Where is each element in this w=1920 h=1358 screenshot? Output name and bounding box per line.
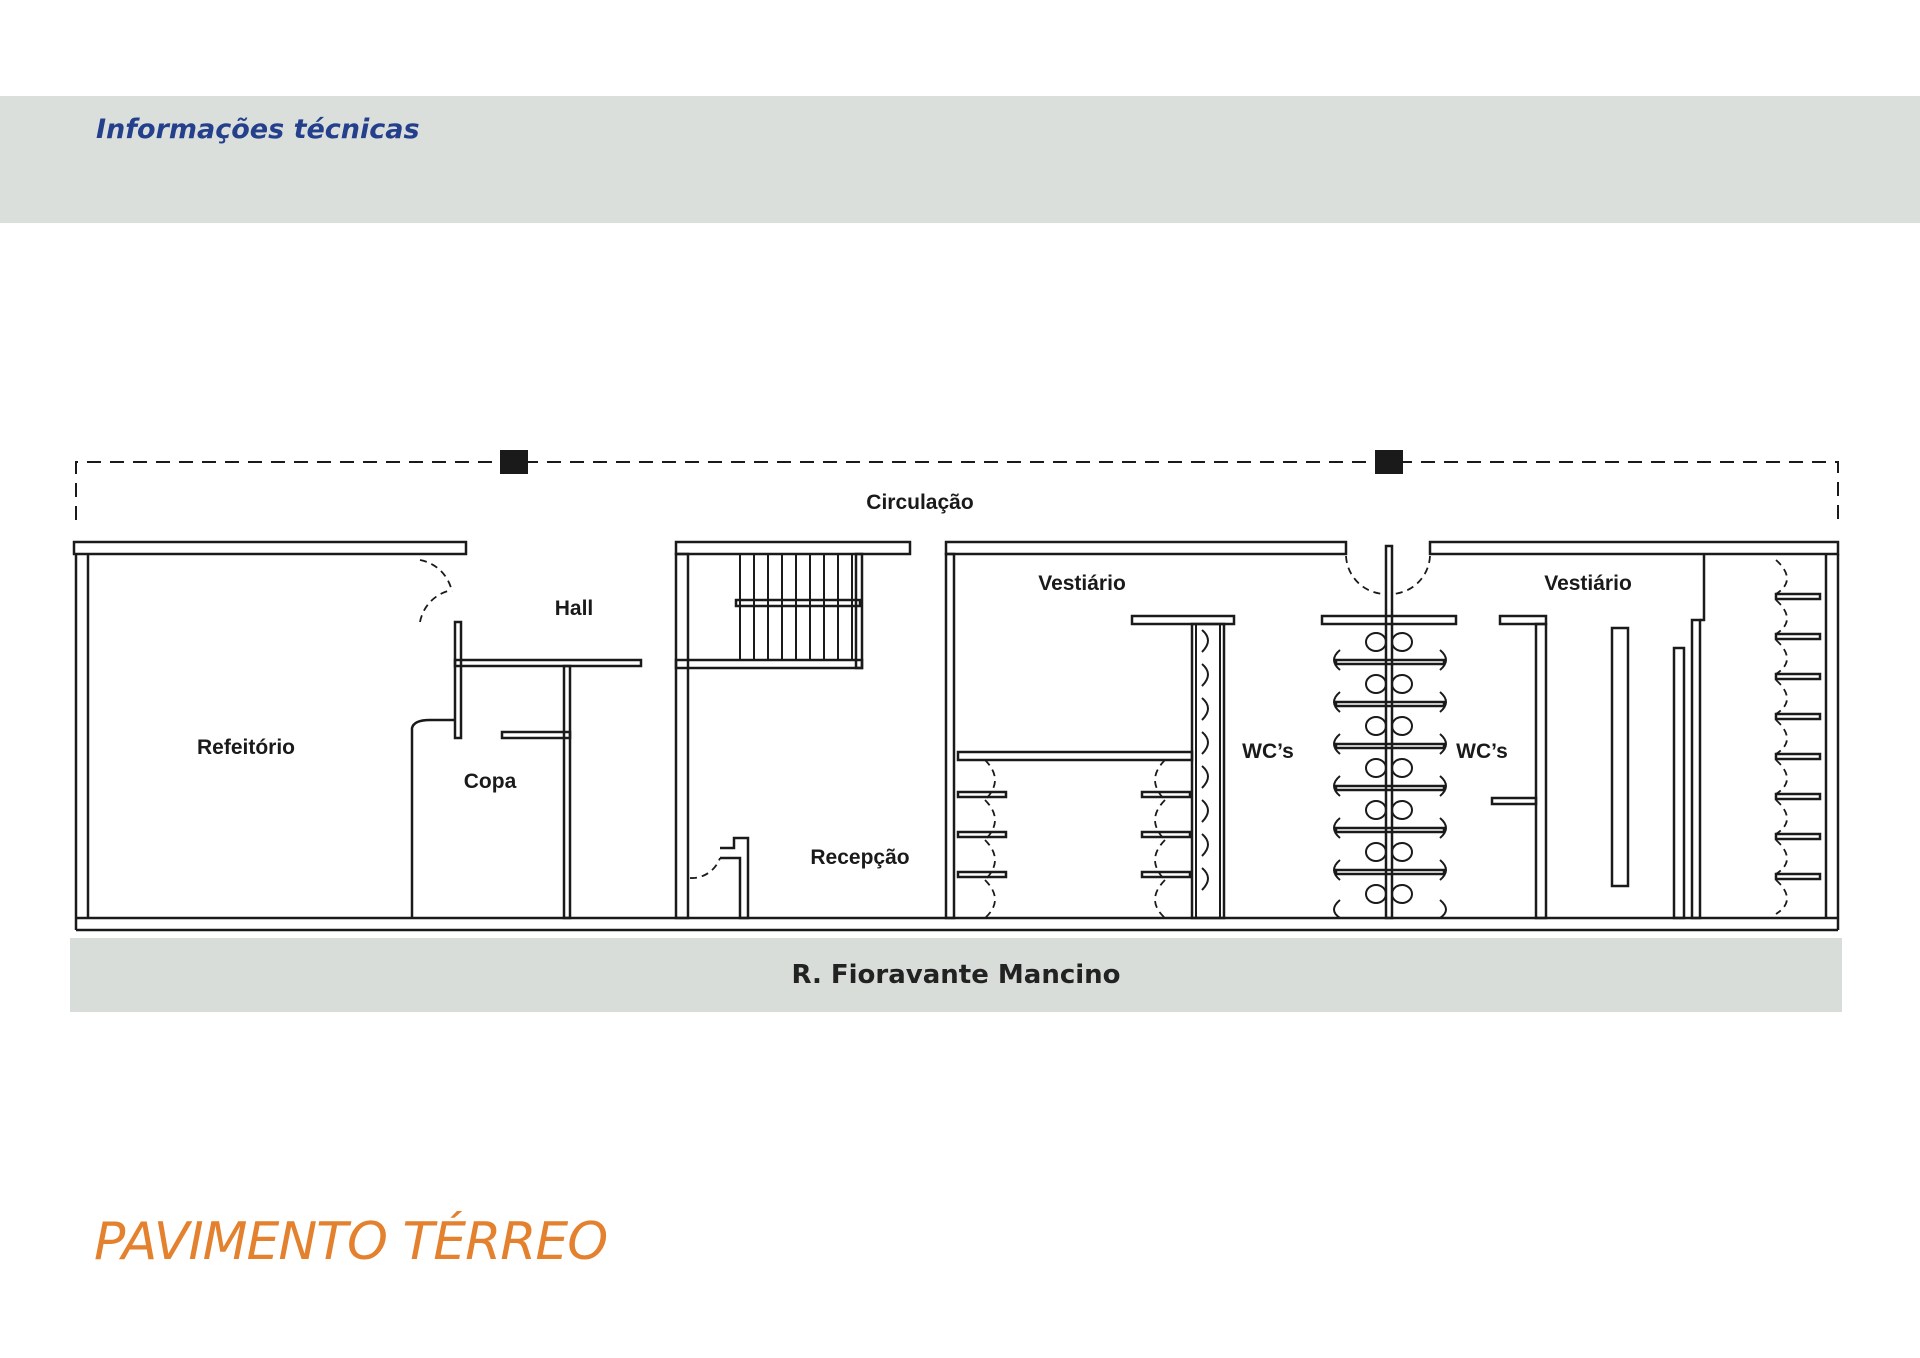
header-band: [0, 96, 1920, 223]
column-left: [500, 450, 528, 474]
stair: [734, 554, 862, 660]
circulation-boundary: [75, 461, 1839, 520]
label-wcs-right: WC’s: [1456, 740, 1508, 763]
street-band: [70, 938, 1842, 1012]
label-wcs-left: WC’s: [1242, 740, 1294, 763]
label-recepcao: Recepção: [810, 846, 909, 869]
label-circulacao: Circulação: [866, 491, 973, 514]
label-copa: Copa: [464, 770, 517, 793]
column-right: [1375, 450, 1403, 474]
copa-walls: [410, 559, 643, 920]
page-title: PAVIMENTO TÉRREO: [94, 1212, 608, 1272]
right-wc-block: [1490, 554, 1822, 920]
header-title: Informações técnicas: [96, 114, 420, 145]
street-name: R. Fioravante Mancino: [791, 960, 1121, 990]
label-vestiario-right: Vestiário: [1544, 572, 1632, 595]
label-vestiario-left: Vestiário: [1038, 572, 1126, 595]
label-refeitorio: Refeitório: [197, 736, 295, 759]
reception-walls: [674, 552, 864, 920]
label-hall: Hall: [555, 597, 594, 620]
building-walls: [72, 540, 1840, 932]
central-wc-block: [1320, 544, 1458, 920]
left-wc-block: [944, 552, 1236, 920]
